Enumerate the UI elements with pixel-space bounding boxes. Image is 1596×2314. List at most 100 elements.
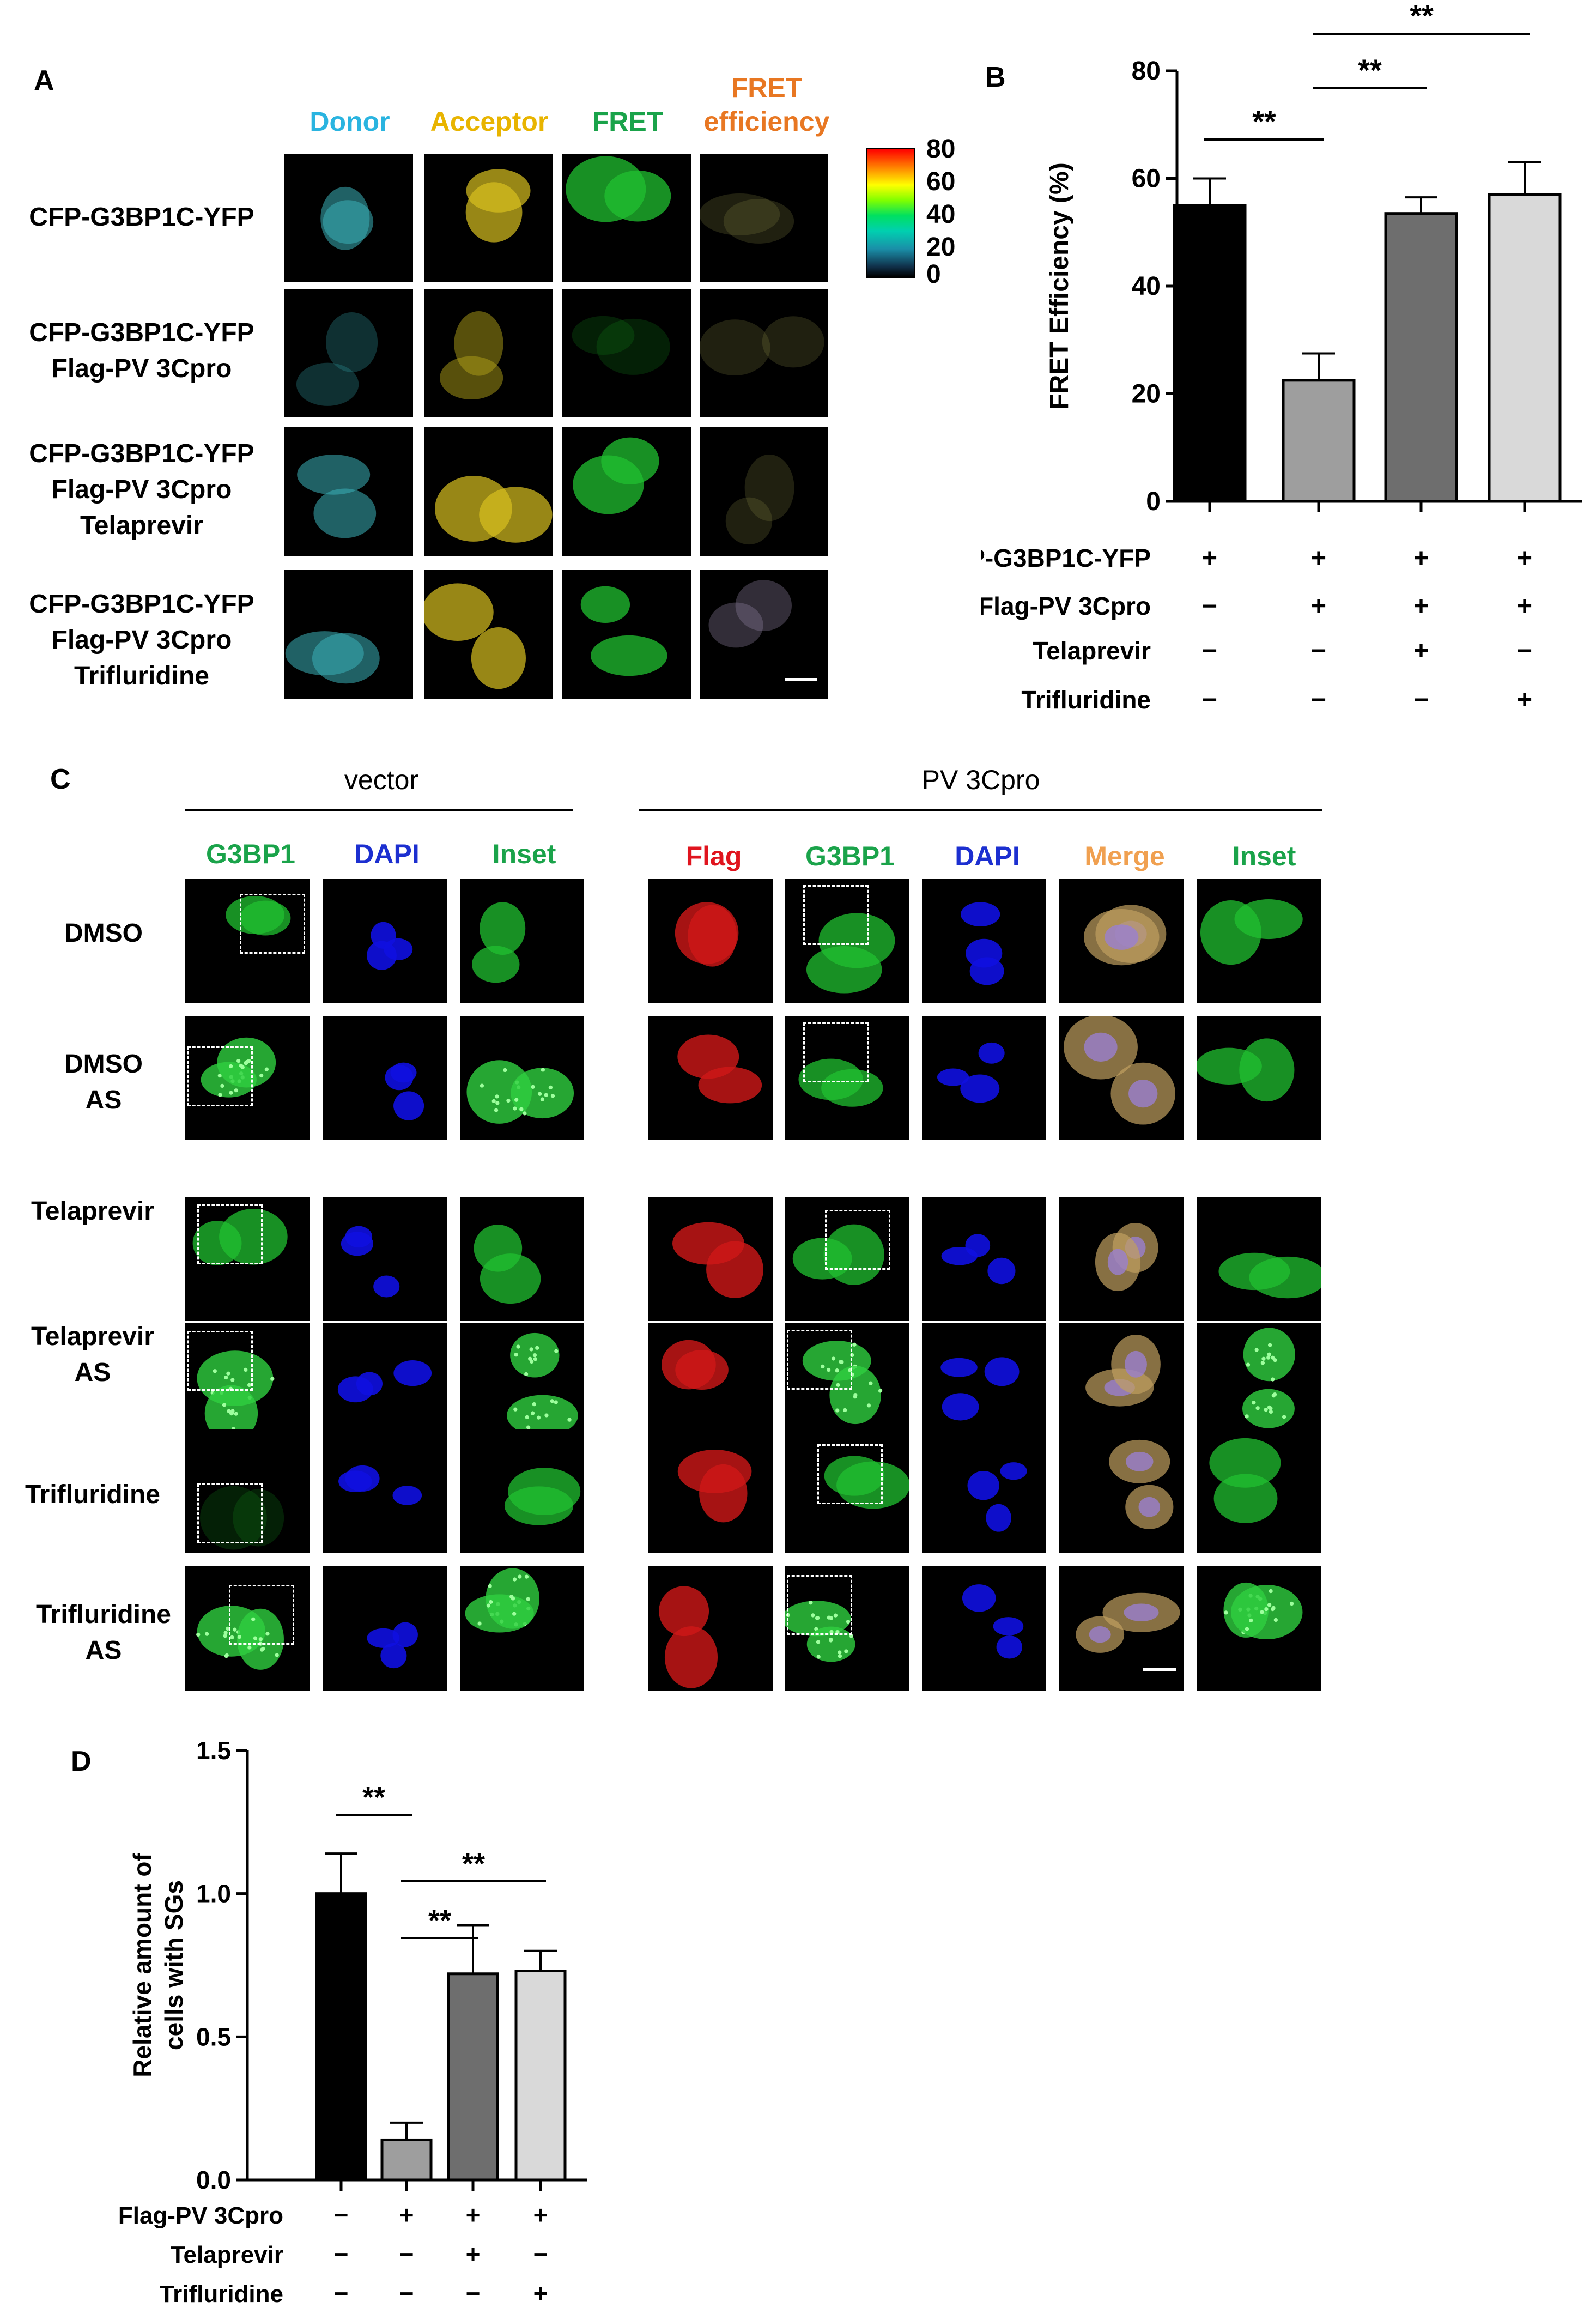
vector-image-r1-c2	[323, 879, 447, 1003]
cell-shape	[1234, 899, 1303, 940]
cell-shape	[337, 1376, 373, 1403]
cell-shape	[961, 902, 1000, 926]
pv-image-r1-c4	[1059, 879, 1184, 1003]
bar-1	[1173, 204, 1247, 503]
condition-mark: −	[1311, 637, 1326, 665]
cell-shape	[806, 1626, 855, 1662]
condition-mark: −	[466, 2279, 481, 2307]
cell-shape	[806, 946, 882, 994]
row-label-a4: CFP-G3BP1C-YFP Flag-PV 3Cpro Trifluridin…	[29, 590, 254, 690]
significance-stars: **	[362, 1781, 385, 1814]
condition-label: Flag-PV 3Cpro	[981, 592, 1151, 620]
vector-image-r5-c2	[323, 1429, 447, 1553]
vector-image-r3-c3	[460, 1197, 584, 1321]
cell-shape	[967, 1471, 999, 1500]
inset-box-vector-r5	[197, 1483, 263, 1543]
cell-shape	[984, 1357, 1020, 1386]
cell-shape	[345, 1465, 380, 1492]
pv-image-r5-c2	[785, 1429, 909, 1553]
pv-channel-flag: Flag	[685, 841, 742, 871]
row-label-c2: DMSO AS	[64, 1050, 143, 1114]
fret-image-r1-c2	[424, 154, 553, 282]
pv-image-r2-c5	[1197, 1016, 1321, 1140]
fret-image-r3-c3	[562, 427, 691, 556]
cell-shape	[700, 319, 770, 375]
cell-shape	[472, 946, 520, 983]
cell-shape	[942, 1393, 979, 1421]
svg-text:Relative amount of: Relative amount of	[128, 1853, 156, 2077]
cell-shape	[699, 1464, 748, 1523]
vector-channel-inset: Inset	[492, 839, 556, 869]
vector-image-r4-c2	[323, 1323, 447, 1447]
svg-text:FRET Efficiency (%): FRET Efficiency (%)	[1045, 162, 1074, 409]
panel-label-a: A	[34, 65, 54, 96]
cell-shape	[390, 1062, 417, 1083]
vector-image-r2-c2	[323, 1016, 447, 1140]
cell-shape	[969, 957, 1004, 985]
fret-image-r1-c3	[562, 154, 691, 282]
fret-image-r2-c3	[562, 289, 691, 417]
condition-mark: +	[1413, 544, 1429, 573]
panel-label-c: C	[50, 764, 71, 795]
cell-shape	[1000, 1462, 1027, 1480]
y-tick-label: 1.0	[196, 1880, 231, 1908]
y-tick-label: 0.0	[196, 2166, 231, 2194]
vector-channel-dapi: DAPI	[354, 839, 420, 869]
cell-shape	[471, 627, 526, 689]
pv-channel-merge: Merge	[1084, 841, 1165, 871]
condition-mark: −	[1517, 637, 1532, 665]
condition-mark: −	[533, 2240, 548, 2268]
condition-mark: −	[399, 2240, 414, 2268]
pv-image-r3-c3	[922, 1197, 1046, 1321]
pv-image-r1-c3	[922, 879, 1046, 1003]
cell-shape	[735, 580, 792, 632]
pv-image-r3-c1	[648, 1197, 773, 1321]
pv-image-r6-c2	[785, 1566, 909, 1691]
y-tick-label: 80	[1132, 57, 1161, 86]
cell-shape	[677, 1034, 739, 1079]
inset-box-pv-r1	[803, 885, 869, 945]
cell-shape	[345, 1226, 373, 1248]
pv-image-r1-c1	[648, 879, 773, 1003]
fret-image-r2-c1	[284, 289, 413, 417]
group-underline-vector	[185, 809, 573, 811]
cell-shape	[659, 1586, 709, 1637]
vector-image-r3-c2	[323, 1197, 447, 1321]
significance-stars: **	[1410, 0, 1434, 33]
cell-shape	[762, 316, 824, 368]
cell-shape	[1249, 1256, 1321, 1299]
pv-channel-dapi: DAPI	[955, 841, 1020, 871]
cell-shape	[996, 1635, 1023, 1659]
condition-mark: +	[1517, 592, 1532, 621]
cell-shape	[480, 902, 526, 955]
condition-label: Trifluridine	[1021, 686, 1151, 714]
inset-box-pv-r4	[787, 1330, 852, 1390]
condition-mark: +	[1517, 686, 1532, 714]
cell-shape	[688, 905, 737, 967]
cell-shape	[285, 631, 364, 676]
inset-box-vector-r4	[187, 1331, 253, 1391]
cell-shape	[233, 1489, 284, 1547]
condition-label: Telaprevir	[1033, 637, 1151, 665]
condition-mark: −	[1311, 686, 1326, 714]
cell-shape	[320, 186, 370, 250]
pv-image-r2-c4	[1059, 1016, 1184, 1140]
y-tick-label: 20	[1132, 380, 1161, 409]
cell-shape	[591, 635, 667, 676]
vector-image-r5-c3	[460, 1429, 584, 1553]
vector-image-r4-c3	[460, 1323, 584, 1447]
cell-shape	[965, 1234, 991, 1257]
vector-image-r3-c1	[185, 1197, 310, 1321]
pv-image-r4-c5	[1197, 1323, 1321, 1447]
pv-image-r6-c5	[1197, 1566, 1321, 1691]
cell-shape	[572, 316, 635, 355]
row-label-a3: CFP-G3BP1C-YFP Flag-PV 3Cpro Telaprevir	[29, 439, 254, 540]
channel-label-fret: FRET	[592, 106, 664, 137]
bar-4	[514, 1970, 567, 2182]
y-tick-label: 40	[1132, 272, 1161, 301]
fret-image-r4-c1	[284, 570, 413, 699]
group-underline-pv	[639, 809, 1322, 811]
colorbar-tick-0: 0	[926, 260, 941, 289]
